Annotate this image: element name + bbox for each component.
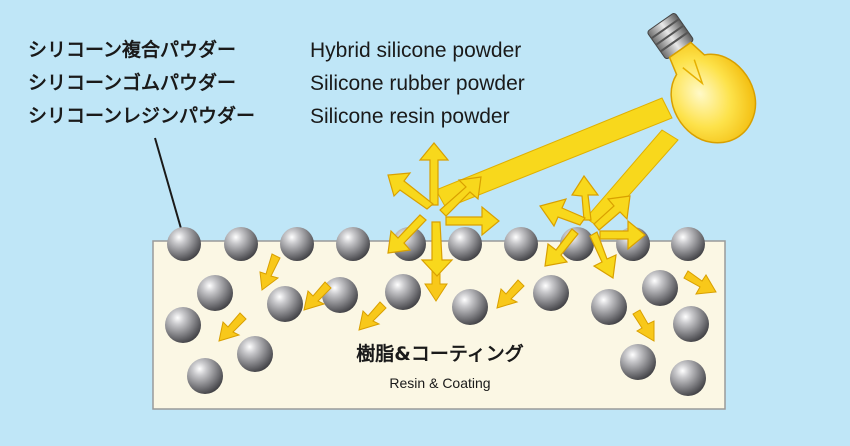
particle [167, 227, 201, 261]
leader-line [155, 138, 182, 232]
particle [322, 277, 358, 313]
label-jp-hybrid: シリコーン複合パウダー [28, 38, 236, 61]
label-en-hybrid: Hybrid silicone powder [310, 39, 521, 62]
particle [336, 227, 370, 261]
burst-arrow [540, 199, 585, 226]
particle [267, 286, 303, 322]
particle [280, 227, 314, 261]
particle [642, 270, 678, 306]
particle [670, 360, 706, 396]
particle [671, 227, 705, 261]
particle [385, 274, 421, 310]
label-jp-resin: シリコーンレジンパウダー [28, 104, 255, 127]
particle [452, 289, 488, 325]
particle [673, 306, 709, 342]
coating-label-jp: 樹脂&コーティング [356, 342, 523, 365]
coating-label-en: Resin & Coating [389, 375, 490, 391]
particle [224, 227, 258, 261]
particle [504, 227, 538, 261]
burst-arrow [388, 173, 433, 209]
label-jp-rubber: シリコーンゴムパウダー [28, 71, 236, 94]
particle [165, 307, 201, 343]
label-en-resin: Silicone resin powder [310, 105, 510, 128]
particle [448, 227, 482, 261]
particle [591, 289, 627, 325]
light-bulb-icon [627, 0, 773, 159]
particle [533, 275, 569, 311]
label-en-rubber: Silicone rubber powder [310, 72, 525, 95]
particle [620, 344, 656, 380]
particle [197, 275, 233, 311]
particle [237, 336, 273, 372]
particle [187, 358, 223, 394]
